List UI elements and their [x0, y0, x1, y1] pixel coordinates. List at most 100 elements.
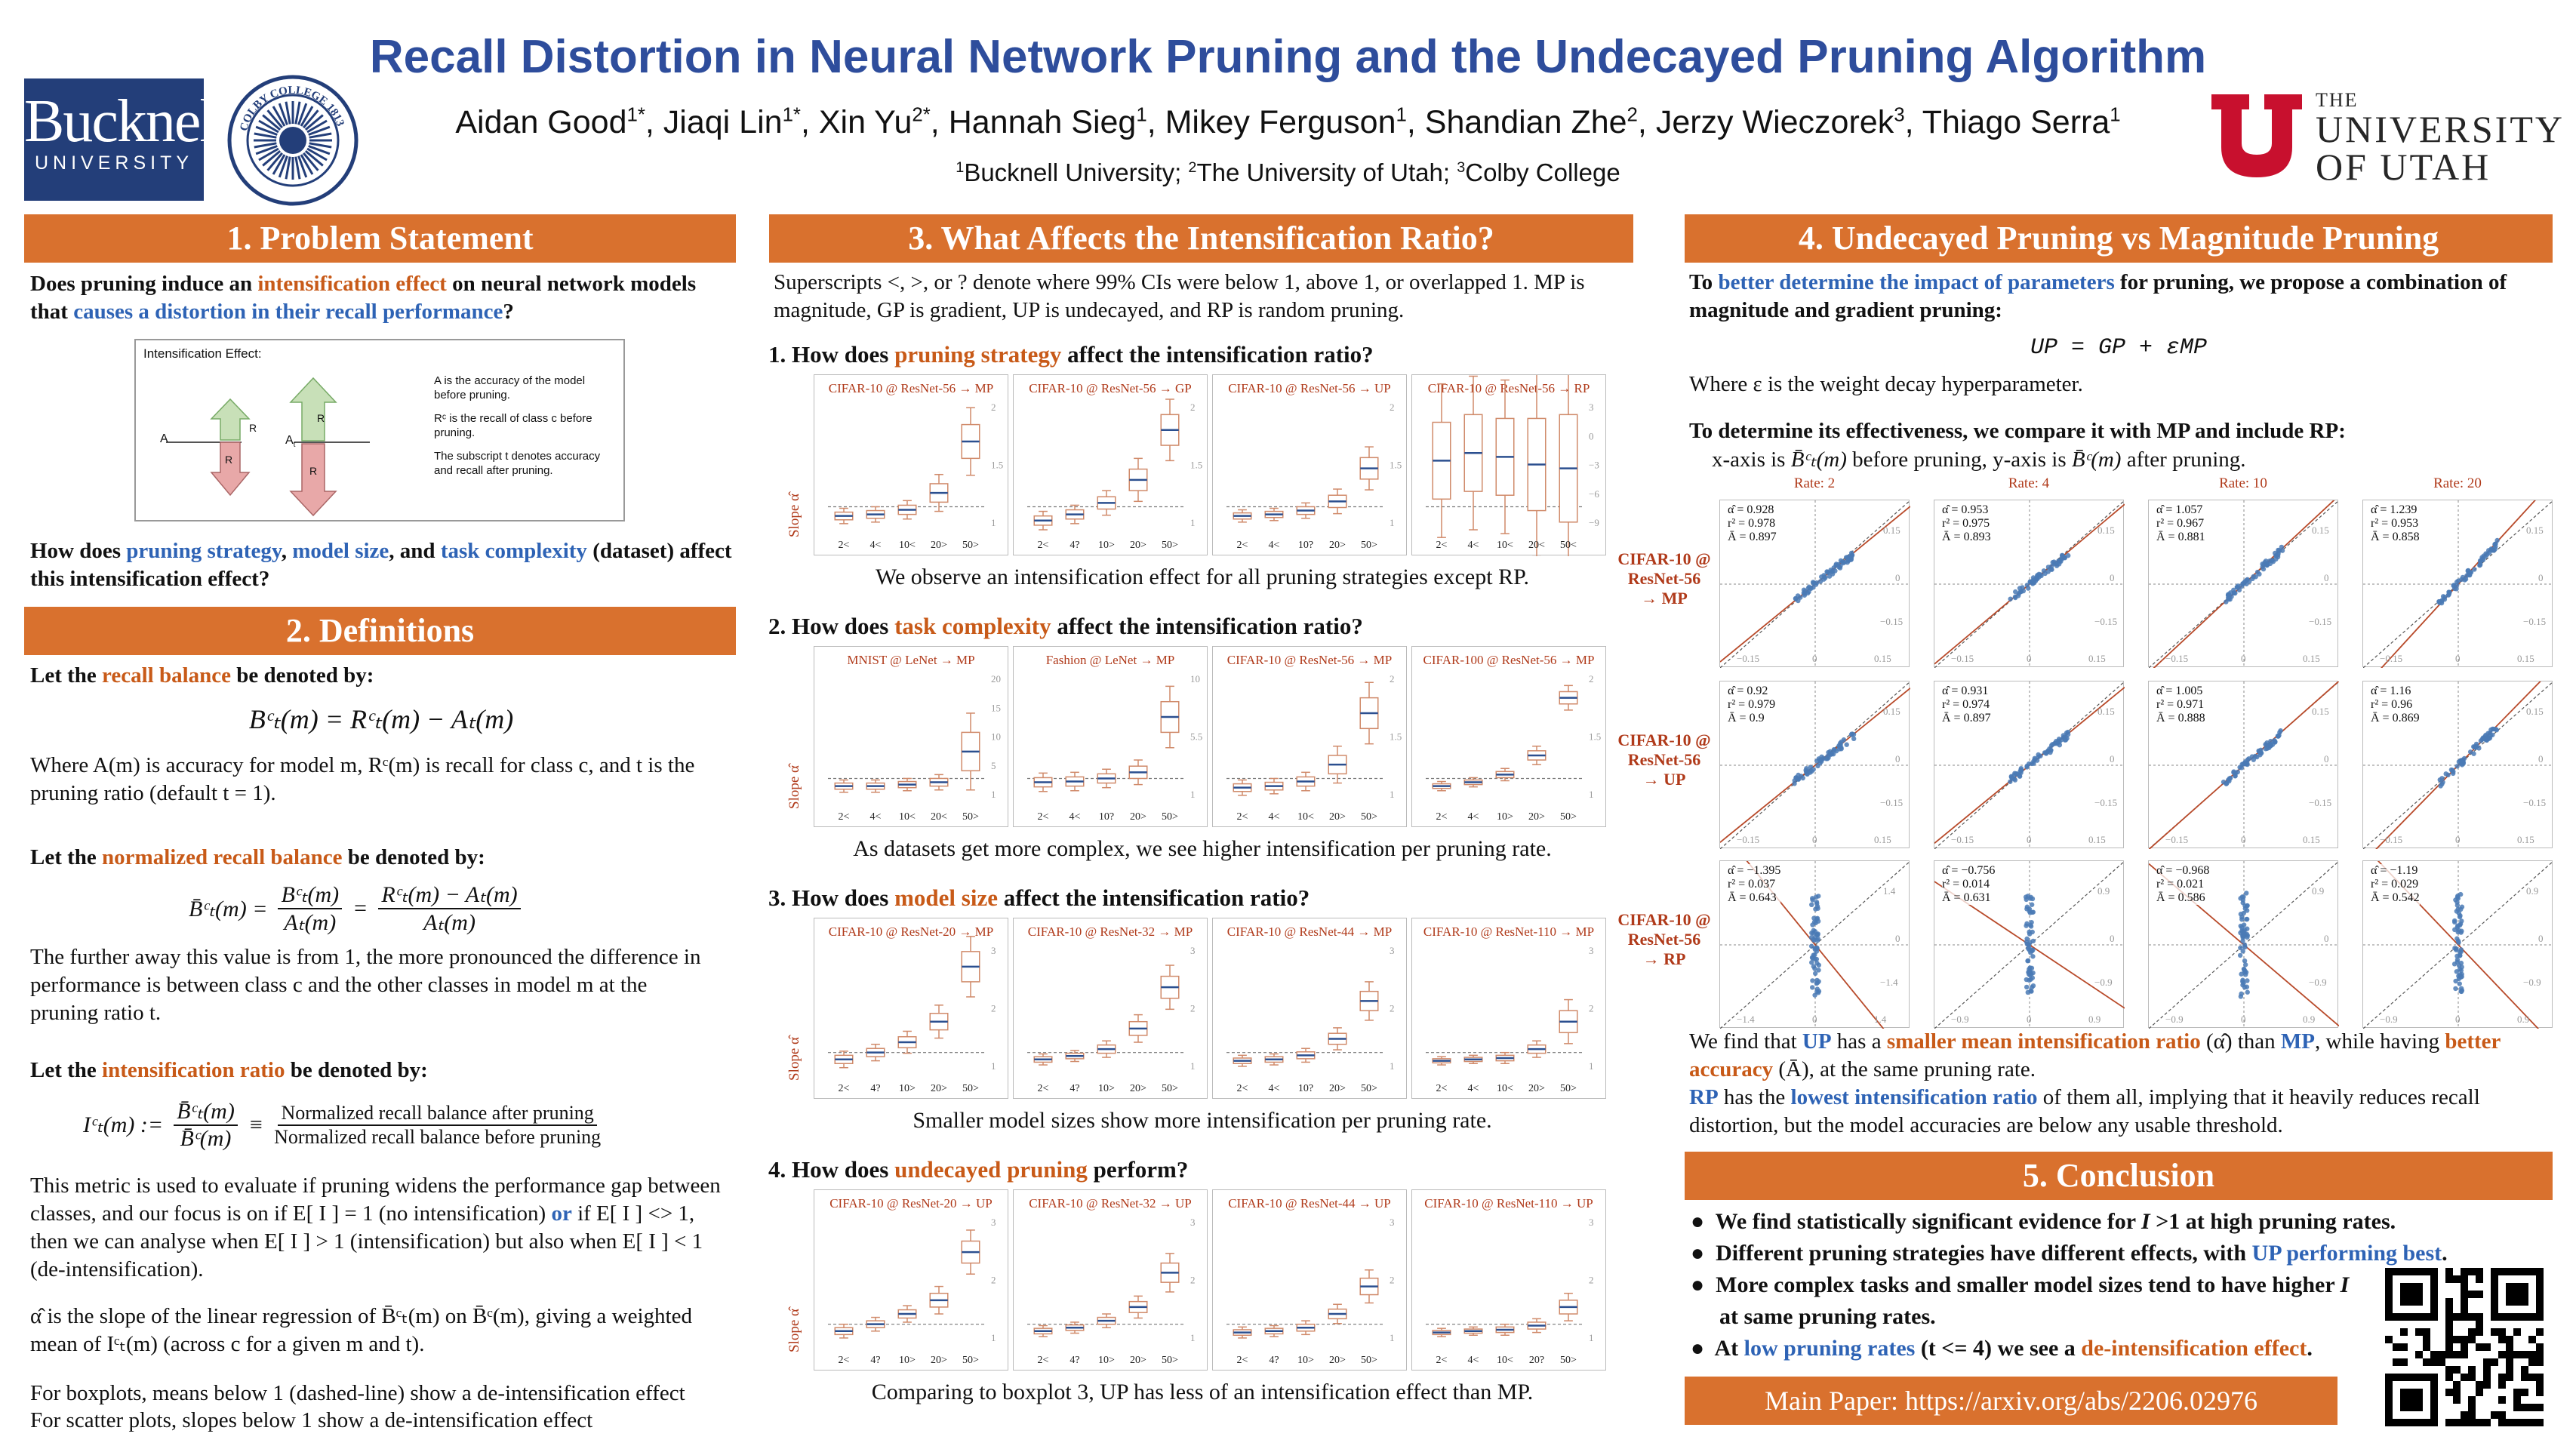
boxplot-x-tick: 50>	[1162, 540, 1178, 551]
boxplot-y-label: Slope α̂	[786, 1037, 802, 1081]
colby-seal-logo: COLBY COLLEGE 1813	[227, 75, 359, 206]
scatter-point	[2462, 577, 2467, 583]
scatter-point	[2236, 587, 2242, 592]
scatter-row-label: CIFAR-10 @ResNet-56→ RP	[1615, 910, 1713, 969]
scatter-point	[2023, 894, 2029, 900]
scatter-y-tick: −0.9	[2309, 977, 2327, 988]
boxplot-panel-title: CIFAR-10 @ ResNet-110 → MP	[1423, 924, 1595, 939]
section-3-intro: Superscripts <, >, or ? denote where 99%…	[774, 270, 1585, 322]
boxplot-box	[1432, 1056, 1451, 1066]
scatter-point	[2453, 946, 2459, 952]
scatter-point	[1814, 980, 1820, 986]
boxplot-y-tick: 2	[1589, 673, 1594, 685]
boxplot-x-tick: 20>	[1528, 811, 1545, 823]
boxplot-box	[1296, 1048, 1316, 1063]
boxplot-x-tick: 10>	[1098, 1083, 1115, 1094]
boxplot-y-tick: 1	[1390, 1332, 1395, 1343]
question-text: affect the intensification ratio?	[997, 884, 1310, 911]
question-highlight: task complexity	[894, 613, 1051, 639]
scatter-x-tick: −0.15	[2380, 653, 2402, 664]
scatter-point	[2454, 764, 2460, 769]
scatter-y-tick: −0.9	[2094, 977, 2113, 988]
boxplot-box	[1033, 1324, 1053, 1337]
boxplot-panel-title: CIFAR-10 @ ResNet-56 → UP	[1228, 381, 1391, 395]
author-name: Mikey Ferguson	[1165, 104, 1396, 140]
boxplot-box	[1128, 759, 1148, 786]
boxplot-x-tick: 20>	[931, 1355, 947, 1366]
scatter-point	[1803, 769, 1809, 774]
scatter-y-tick: 0	[1895, 572, 1900, 583]
boxplot-x-tick: 10>	[1098, 1355, 1115, 1366]
boxplot-box	[1328, 1027, 1347, 1051]
section-4-heading: 4. Undecayed Pruning vs Magnitude Prunin…	[1685, 214, 2553, 263]
scatter-y-tick: −0.15	[1880, 616, 1903, 627]
scatter-y-tick: 0.9	[2097, 885, 2110, 897]
boxplot-x-tick: 2<	[839, 1083, 850, 1094]
scatter-point	[2450, 771, 2456, 777]
boxplot-y-tick: 2	[1589, 1275, 1594, 1286]
scatter-point	[1811, 952, 1816, 958]
scatter-point	[2027, 579, 2033, 585]
scatter-point	[1813, 906, 1818, 912]
stat-line: r² = 0.96	[2371, 698, 2413, 711]
boxplot-box	[1128, 1014, 1148, 1043]
utah-u-logo	[2211, 94, 2302, 177]
stat-line: α̂ = 0.953	[1942, 503, 1989, 516]
stat-line: r² = 0.971	[2156, 698, 2205, 711]
where-text: Where A(m) is accuracy for model m, Rᶜ(m…	[30, 753, 695, 805]
row-label-line: ResNet-56	[1627, 750, 1701, 769]
note-accuracy: A is the accuracy of the model before pr…	[434, 374, 586, 401]
question-text: How does	[792, 613, 895, 639]
scatter-point	[2238, 945, 2243, 951]
scatter-point	[2036, 571, 2042, 577]
qr-code-icon[interactable]	[2385, 1268, 2544, 1426]
scatter-point	[2063, 737, 2069, 743]
scatter-point	[2446, 589, 2451, 595]
row-label-line: → RP	[1642, 949, 1686, 968]
scatter-point	[2240, 938, 2245, 944]
boxplot-x-tick: 50>	[962, 811, 979, 823]
boxplot-x-tick: 10>	[1297, 1355, 1314, 1366]
scatter-point	[2492, 541, 2498, 547]
scatter-point	[2231, 587, 2236, 593]
boxplot-x-tick: 50>	[1361, 540, 1377, 551]
boxplot-box	[1296, 502, 1316, 519]
scatter-point	[2243, 970, 2249, 975]
paper-link[interactable]: Main Paper: https://arxiv.org/abs/2206.0…	[1685, 1377, 2337, 1425]
stat-line: α̂ = 1.057	[2156, 503, 2203, 516]
boxplot-y-tick: 5.5	[1190, 731, 1202, 743]
scatter-point	[1808, 586, 1814, 592]
boxplot-x-tick: 50>	[1162, 811, 1178, 823]
boxplot-box	[1527, 745, 1547, 765]
scatter-y-tick: 0	[1895, 753, 1900, 764]
boxplot-box	[1264, 1053, 1284, 1066]
scatter-x-tick: −0.15	[2165, 834, 2188, 845]
scatter-point	[2030, 896, 2036, 902]
scatter-x-tick: 0.15	[2088, 653, 2106, 664]
boxplot-panel-title: CIFAR-100 @ ResNet-56 → MP	[1423, 653, 1595, 667]
boxplot-y-tick: 1	[1589, 1060, 1594, 1072]
scatter-point	[1836, 744, 1842, 749]
boxplot-box	[1264, 1324, 1284, 1337]
boxplot-box	[1160, 685, 1180, 749]
stat-line: α̂ = −0.968	[2156, 864, 2210, 877]
boxplot-box	[1233, 509, 1252, 523]
scatter-point	[2254, 569, 2261, 575]
scatter-x-tick: 0	[2241, 834, 2246, 845]
scatter-point	[2245, 989, 2250, 995]
utah-university: UNIVERSITY	[2316, 108, 2565, 150]
boxplot-box	[1233, 779, 1252, 796]
scatter-point	[2036, 752, 2041, 758]
scatter-x-tick: 0	[1812, 653, 1817, 664]
scatter-point	[2245, 933, 2251, 938]
scatter-point	[2017, 586, 2023, 591]
boxplot-y-tick: 1	[991, 517, 996, 528]
boxplot-box	[866, 506, 885, 523]
scatter-point	[1795, 593, 1801, 598]
boxplot-svg: 105.512<4<10?20>50>	[1027, 673, 1202, 823]
scatter-point	[2015, 593, 2021, 598]
